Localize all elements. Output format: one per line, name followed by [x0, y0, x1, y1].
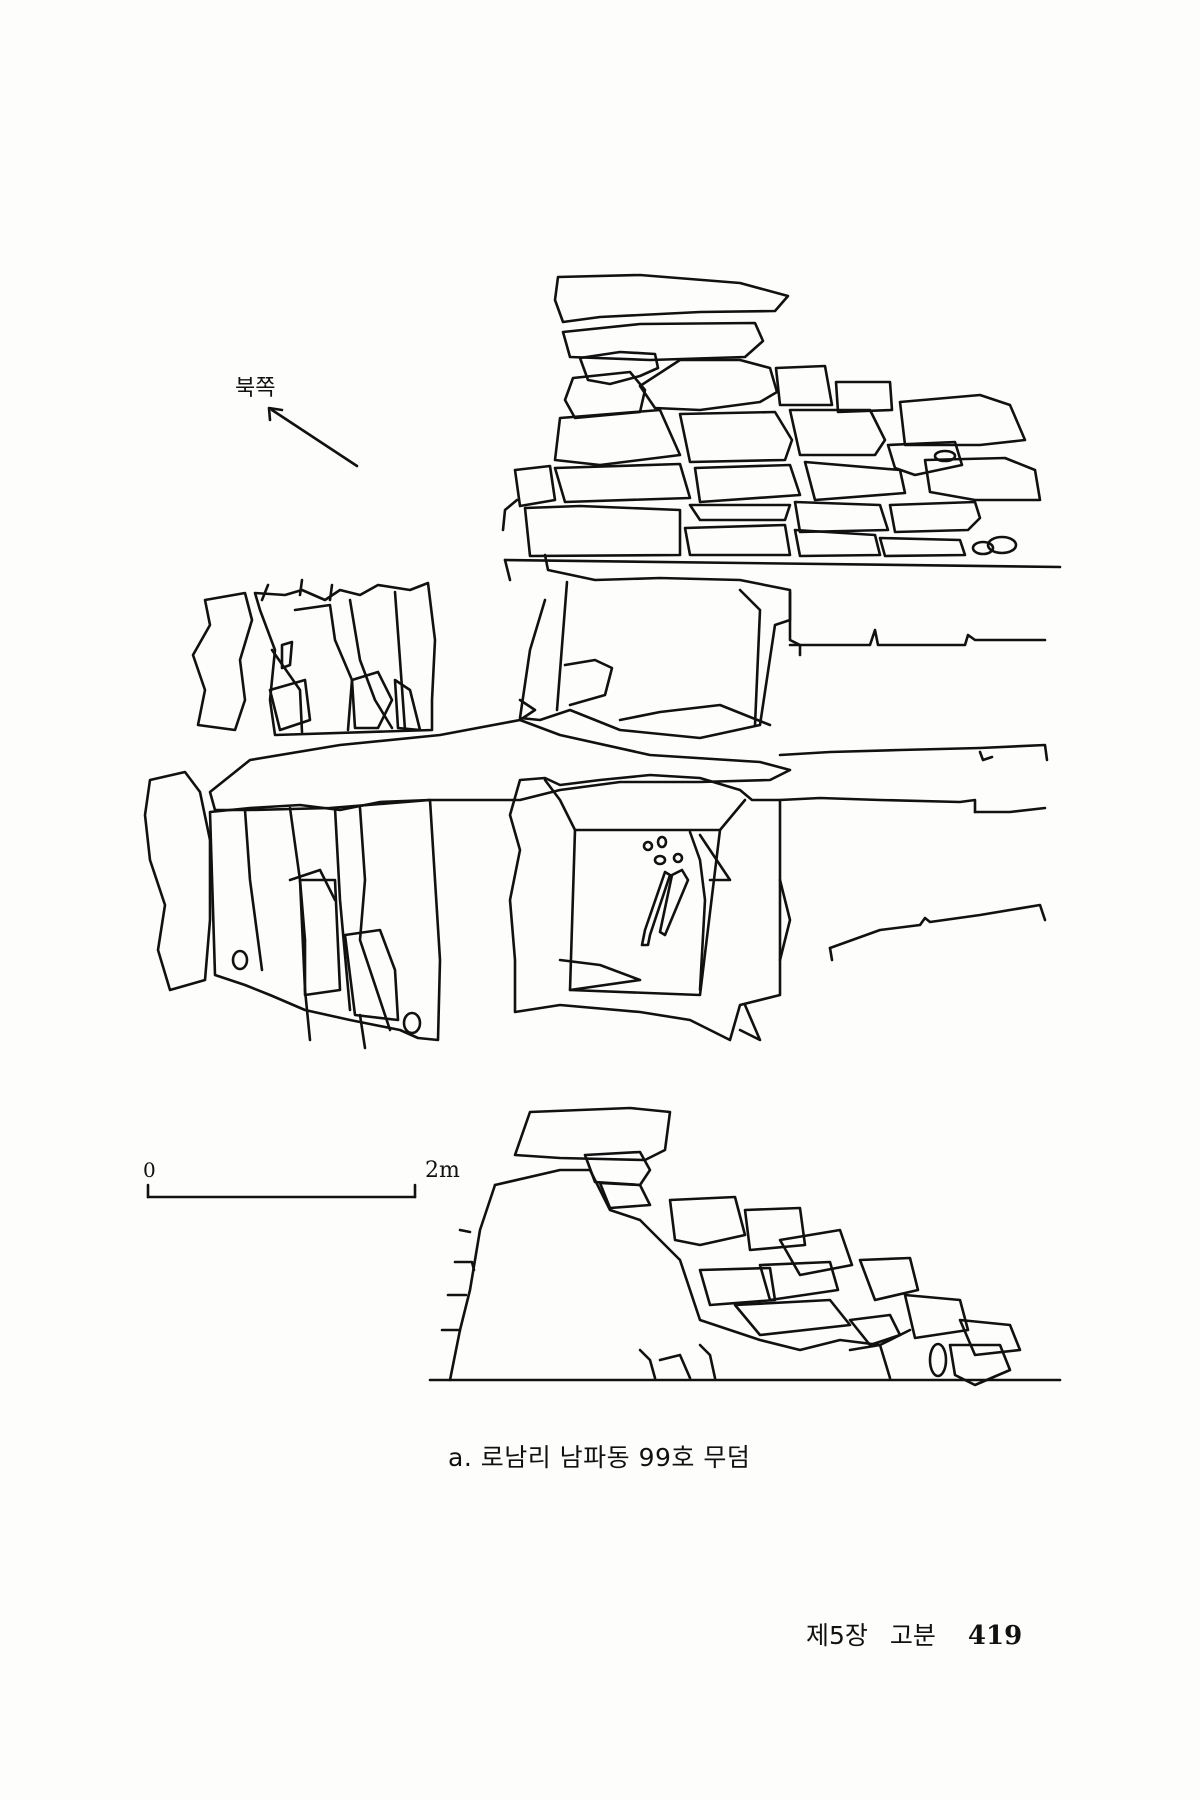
page-number: 419: [967, 1621, 1023, 1651]
left-elevation-upper: [191, 578, 437, 737]
north-arrow-icon: [267, 406, 359, 468]
chamber-plan: [508, 553, 1049, 1042]
north-label: 북쪽: [235, 376, 276, 401]
bottom-elevation: [428, 1106, 1062, 1387]
top-elevation: [501, 273, 1062, 582]
scale-end-label: 2m: [425, 1158, 460, 1183]
section-label: 고분: [889, 1621, 936, 1650]
scale-start-label: 0: [143, 1158, 156, 1182]
figure-caption: a. 로남리 남파동 99호 무덤: [448, 1443, 751, 1472]
left-elevation-lower: [143, 770, 442, 1050]
page-footer: 제5장 고분 419: [806, 1616, 1022, 1652]
scale-bar: [146, 1183, 417, 1199]
chapter-label: 제5장: [806, 1621, 868, 1650]
